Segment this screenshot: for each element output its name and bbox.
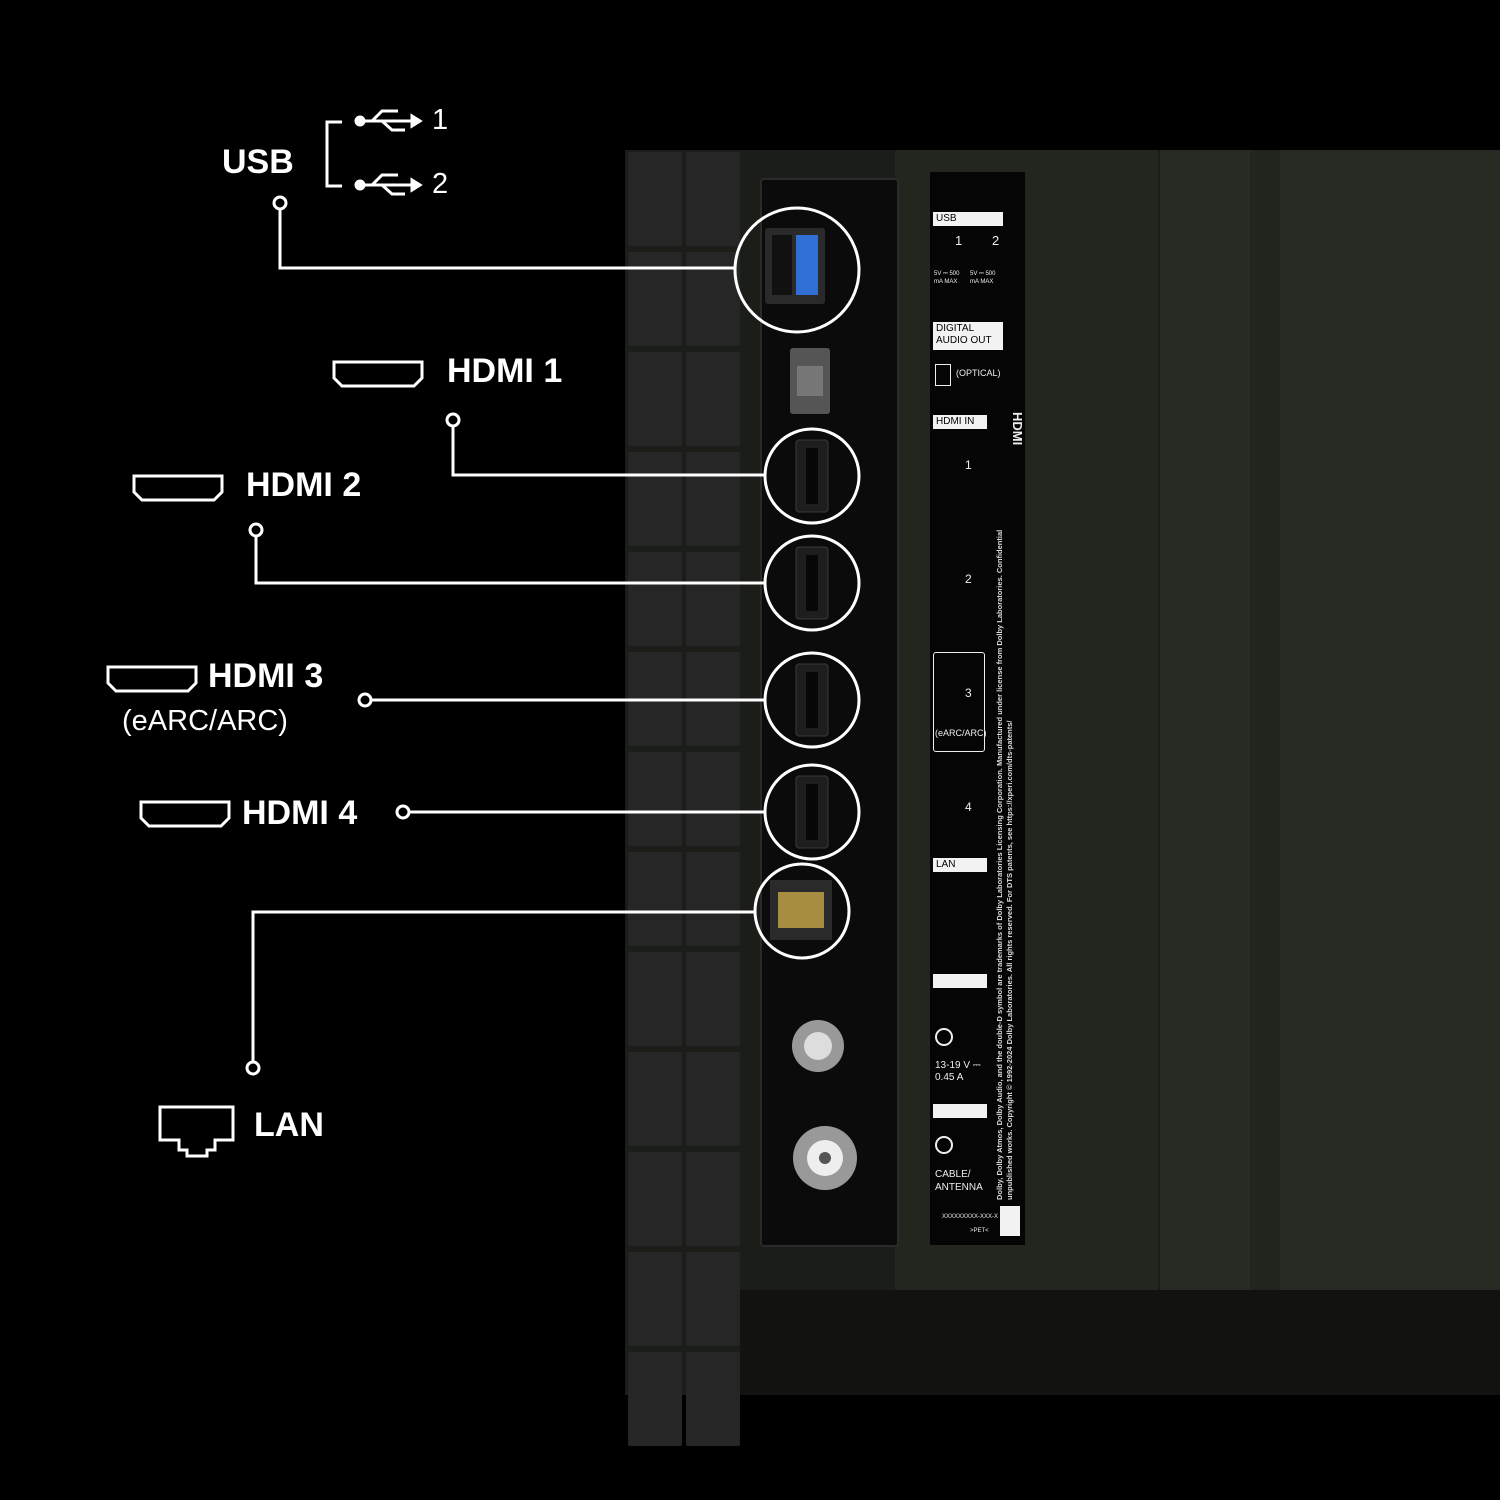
panel-usb-label: USB: [933, 212, 1003, 226]
panel-power-rating: 13-19 V ⎓ 0.45 A: [935, 1060, 981, 1083]
hdmi3-earc-label: (eARC/ARC): [122, 705, 288, 737]
panel-earc: (eARC/ARC): [935, 728, 987, 738]
panel-hdmi-in: HDMI IN: [933, 415, 987, 429]
lan-leader-line: [251, 910, 755, 1068]
coax-power-port: [792, 1020, 844, 1072]
panel-optical: (OPTICAL): [956, 368, 1001, 378]
tv-back-raised-panel: [1158, 150, 1500, 1340]
usb-icon: [354, 109, 423, 132]
grille-cell: [628, 1052, 682, 1146]
usb-icon: [354, 173, 423, 196]
hdmi-port: [795, 546, 829, 620]
grille-cell: [628, 552, 682, 646]
grille-cell: [628, 452, 682, 546]
legal-notice: Dolby, Dolby Atmos, Dolby Audio, and the…: [995, 529, 1014, 1200]
grille-cell: [628, 152, 682, 246]
hdmi-logo: HDMI: [1010, 412, 1025, 446]
hdmi2-leader-line: [254, 530, 765, 585]
panel-cable-antenna: CABLE/ ANTENNA: [935, 1169, 983, 1193]
panel-antenna-icon-box: [933, 1104, 987, 1118]
hdmi-port: [795, 775, 829, 849]
grille-cell: [686, 552, 740, 646]
panel-hdmi3-box: [933, 652, 985, 752]
hdmi-icon: [332, 360, 424, 388]
grille-cell: [686, 1352, 740, 1446]
lan-icon: [158, 1105, 235, 1158]
hdmi-port: [795, 663, 829, 737]
grille-cell: [628, 752, 682, 846]
grille-cell: [686, 452, 740, 546]
panel-lan: LAN: [933, 858, 987, 872]
grille-cell: [686, 1152, 740, 1246]
panel-service-icon-box: [933, 974, 987, 988]
grille-cell: [686, 752, 740, 846]
panel-hdmi1-num: 1: [965, 458, 972, 472]
usb-leader-line: [278, 203, 735, 270]
hdmi2-label: HDMI 2: [246, 466, 362, 504]
panel-serial: XXXXXXXXX-XXX-X: [942, 1214, 999, 1220]
hdmi1-label: HDMI 1: [447, 352, 563, 390]
panel-usb1-num: 1: [955, 233, 963, 248]
panel-digital-audio-out: DIGITAL AUDIO OUT: [933, 322, 1003, 350]
hdmi1-leader-line: [451, 420, 765, 477]
grille-cell: [628, 952, 682, 1046]
hdmi-icon: [132, 474, 224, 502]
hdmi-icon: [139, 800, 231, 828]
usb-highlight-circle: [733, 206, 861, 334]
panel-barcode-box: [1000, 1206, 1020, 1236]
optical-port: [790, 348, 830, 414]
usb-label: USB: [222, 143, 294, 181]
usb-port-2-label: 2: [432, 168, 449, 200]
antenna-icon: [935, 1136, 953, 1154]
grille-cell: [686, 152, 740, 246]
dc-in-icon: [935, 1028, 953, 1046]
lan-port: [770, 880, 832, 940]
grille-cell: [686, 352, 740, 446]
grille-cell: [628, 1252, 682, 1346]
panel-usb2-rating: 5V ⎓ 500 mA MAX: [970, 271, 996, 285]
panel-hdmi4-num: 4: [965, 800, 972, 814]
grille-cell: [686, 1252, 740, 1346]
tv-base: [740, 1290, 1500, 1395]
panel-usb2-num: 2: [992, 233, 1000, 248]
hdmi-icon: [106, 665, 198, 693]
grille-cell: [628, 352, 682, 446]
grille-cell: [686, 952, 740, 1046]
grille-cell: [628, 852, 682, 946]
panel-usb1-rating: 5V ⎓ 500 mA MAX: [934, 271, 960, 285]
panel-hdmi3-num: 3: [965, 686, 972, 700]
usb-port: [765, 228, 825, 304]
rear-label-panel: USB 1 2 5V ⎓ 500 mA MAX 5V ⎓ 500 mA MAX …: [930, 172, 1025, 1245]
optical-icon: [935, 364, 951, 386]
grille-cell: [628, 1352, 682, 1446]
usb-port-1-label: 1: [432, 104, 449, 136]
tv-back-rib: [1250, 150, 1280, 1340]
antenna-port: [793, 1126, 857, 1190]
grille-cell: [686, 852, 740, 946]
hdmi4-label: HDMI 4: [242, 794, 358, 832]
grille-cell: [628, 1152, 682, 1246]
lan-label: LAN: [254, 1106, 324, 1144]
panel-hdmi2-num: 2: [965, 572, 972, 586]
panel-pet: >PET<: [970, 1228, 989, 1234]
hdmi3-label: HDMI 3: [208, 657, 324, 695]
hdmi-port: [795, 439, 829, 513]
usb-bracket: [325, 120, 342, 188]
grille-cell: [686, 1052, 740, 1146]
